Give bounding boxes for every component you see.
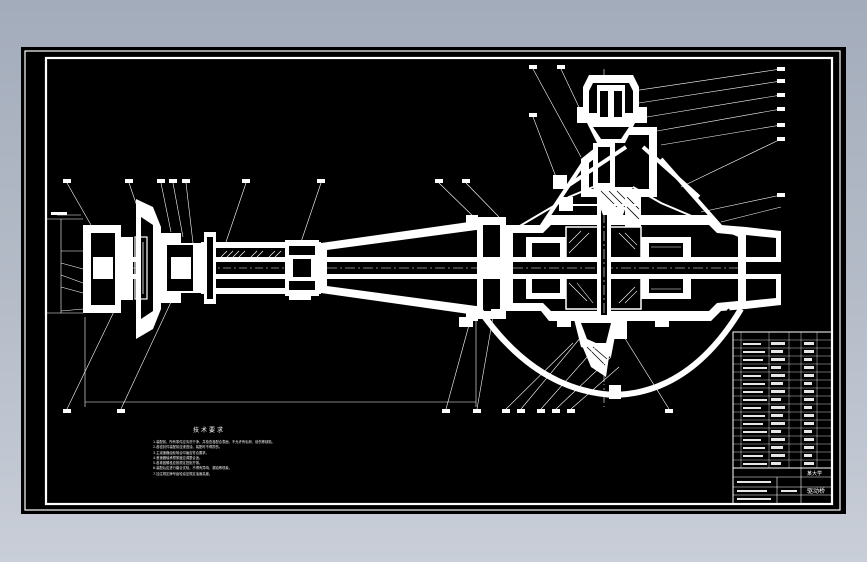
note-line: 4.差速器轴承预紧度应调整合适。 — [153, 455, 203, 460]
note-line: 6.装配后应进行磨合试验，不得有异响、漏油等现象。 — [153, 466, 232, 471]
parts-list-entries — [737, 342, 814, 500]
note-line: 3.主减速器齿轮啮合印痕应符合要求。 — [153, 450, 209, 455]
note-line: 2.各密封件装配前应浸透油，装配时不得损伤。 — [153, 445, 223, 450]
notes-title: 技术要求 — [193, 427, 226, 434]
inner-border — [44, 56, 834, 506]
note-line: 5.各紧固螺栓应按规定扭矩拧紧。 — [153, 461, 203, 466]
technical-notes: 技术要求 1.装配前，所有零件应清洗干净，并检查各配合表面，不允许有毛刺、划伤等… — [153, 425, 383, 477]
drawing-name: 驱动桥 — [807, 487, 825, 495]
dimension-lines — [47, 218, 477, 407]
leader-lines — [57, 68, 782, 410]
school-name: 某大学 — [807, 470, 822, 477]
axle-assembly — [83, 69, 781, 407]
title-block — [732, 331, 833, 505]
item-balloons — [51, 65, 785, 413]
drawing-sheet: 某大学 驱动桥 技术要求 1.装配前，所有零件应清洗干净，并检查各配合表面，不允… — [21, 47, 846, 514]
note-line: 7.加注规定牌号齿轮油至规定油面高度。 — [153, 471, 213, 476]
note-line: 1.装配前，所有零件应清洗干净，并检查各配合表面，不允许有毛刺、划伤等缺陷。 — [153, 440, 275, 444]
outer-border — [24, 50, 841, 511]
assembly-drawing: 某大学 驱动桥 — [24, 50, 841, 511]
